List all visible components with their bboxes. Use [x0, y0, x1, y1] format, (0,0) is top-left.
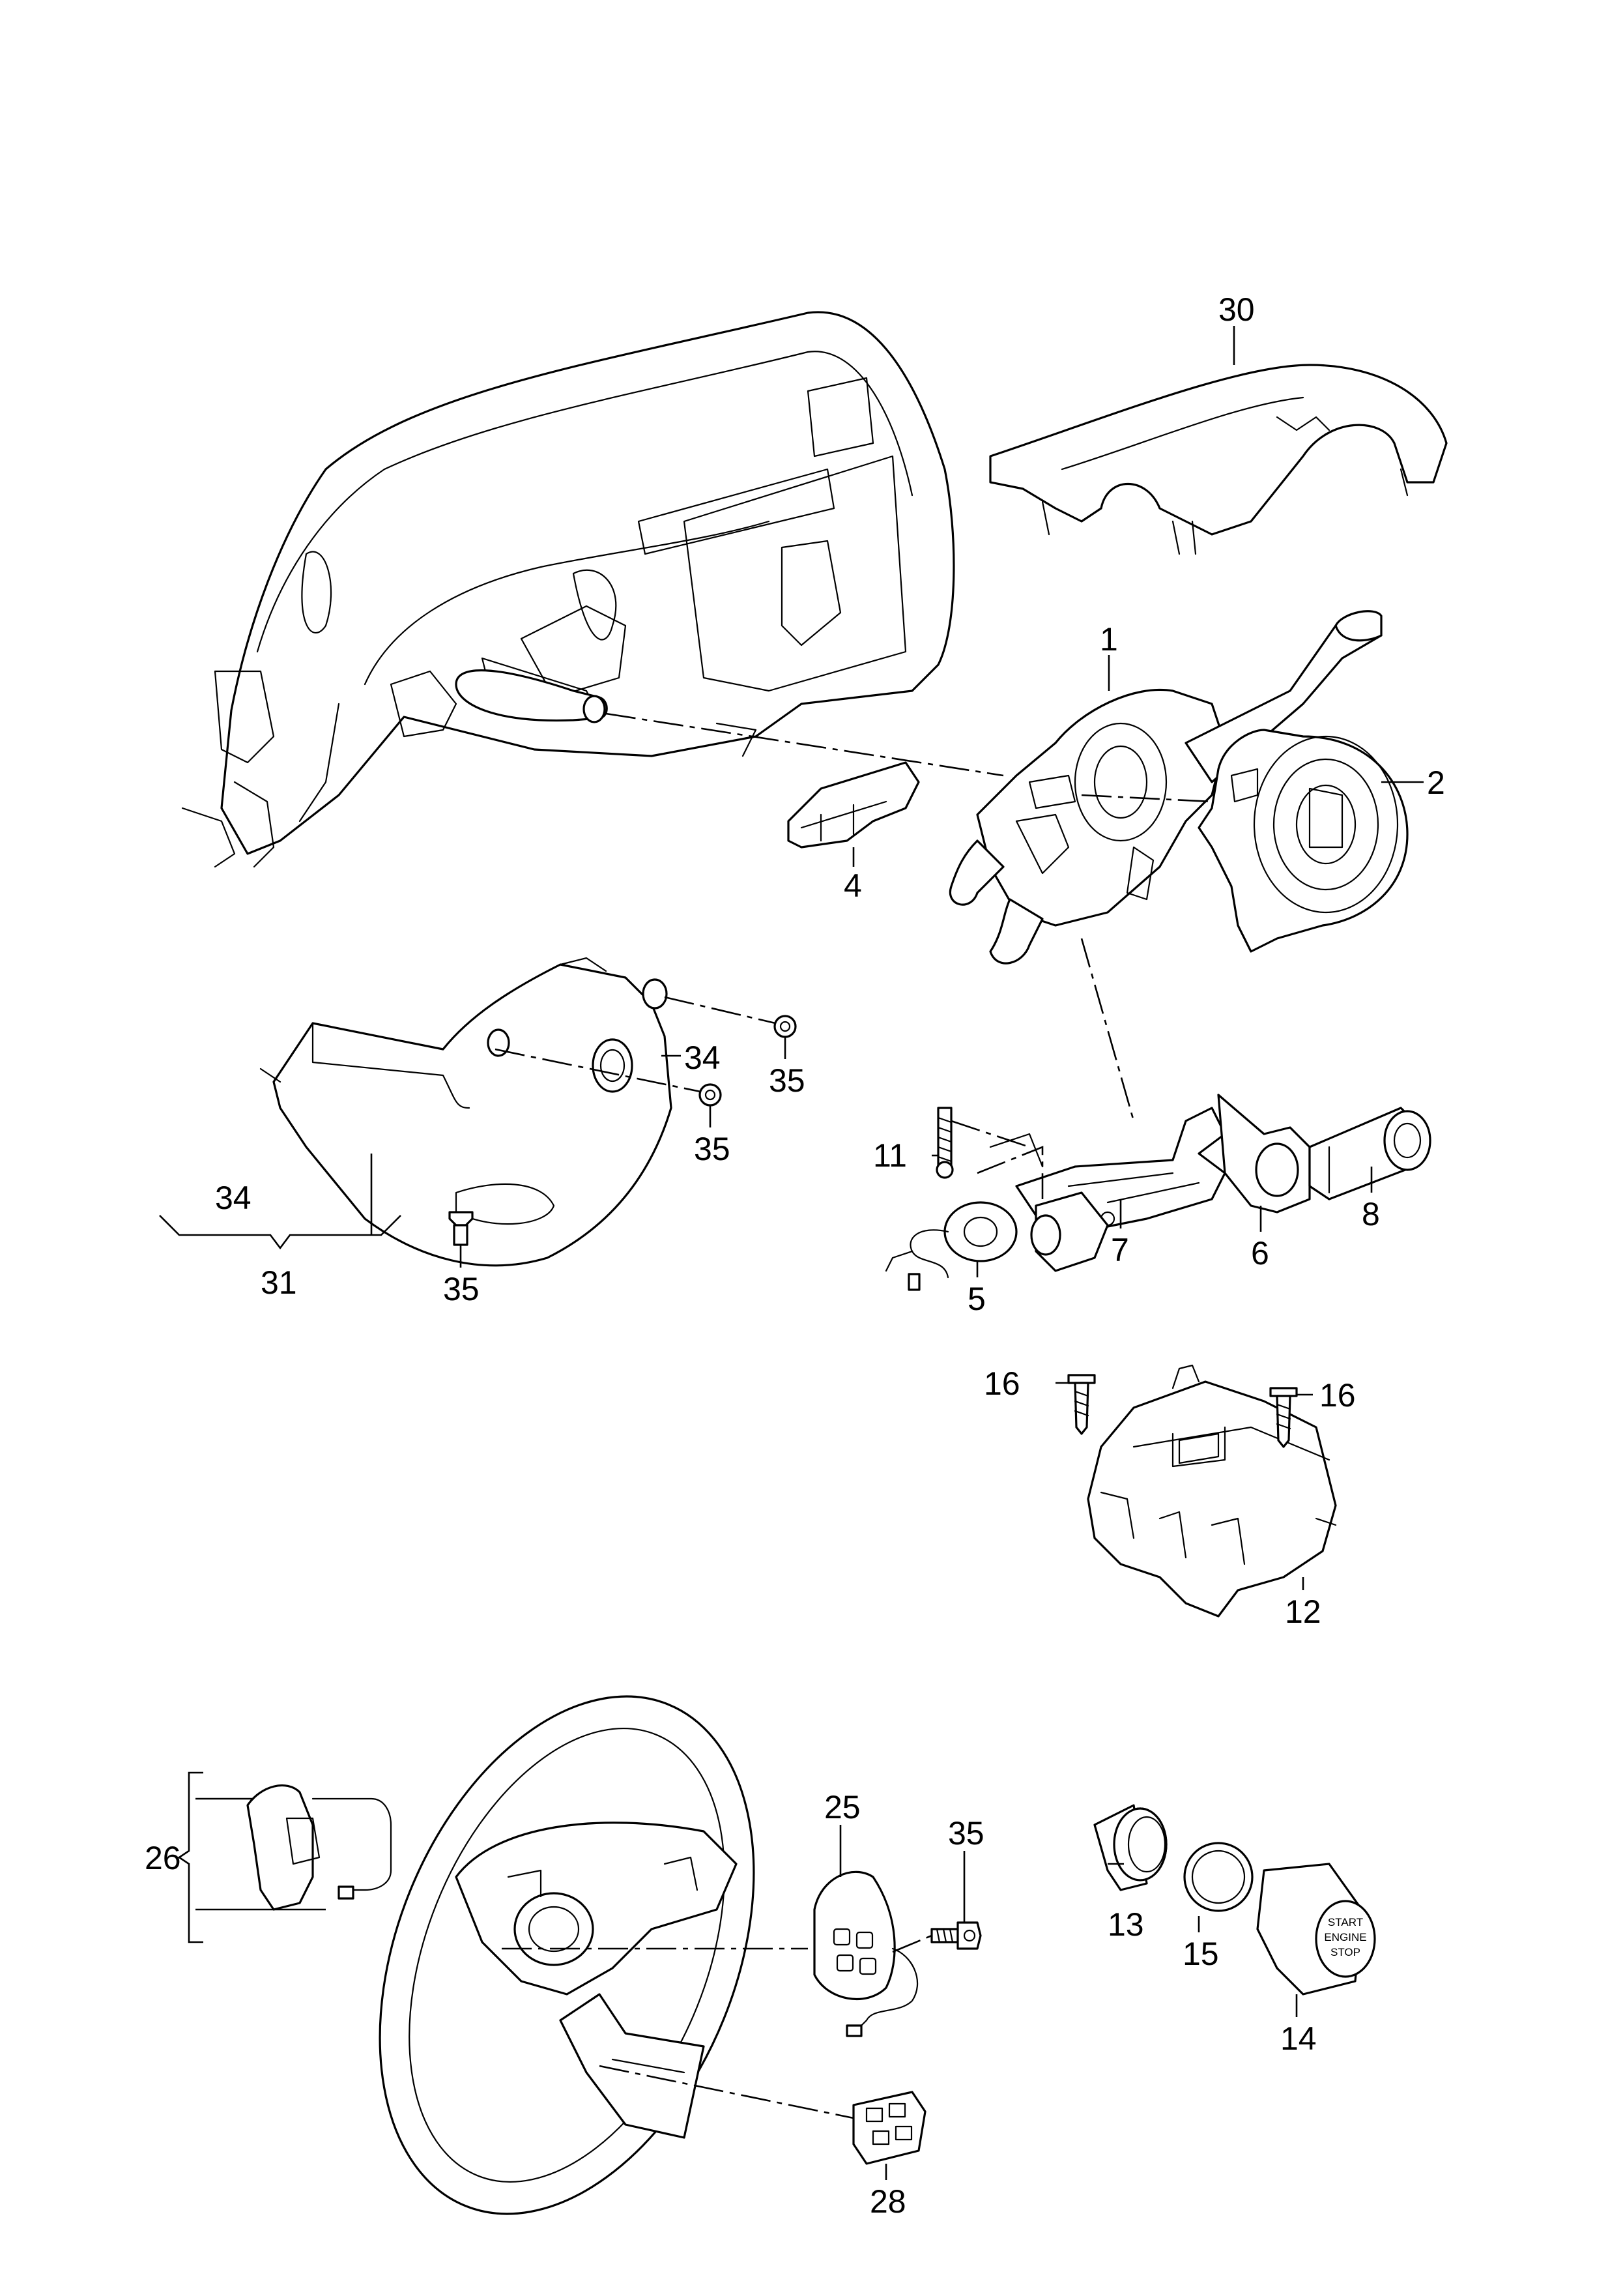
callout-16-left: 16 [984, 1365, 1020, 1402]
callout-16-right: 16 [1319, 1377, 1356, 1414]
callout-34-left: 34 [215, 1180, 251, 1216]
assembly-lines [495, 712, 1213, 2119]
callout-labels: 30 1 2 4 11 5 7 6 8 34 35 35 34 31 35 16… [145, 291, 1445, 2220]
screw-16-right [1269, 1387, 1298, 1448]
callout-4: 4 [844, 867, 862, 904]
start-label: START [1328, 1916, 1363, 1928]
callout-25: 25 [824, 1789, 861, 1825]
spring-pin [936, 1107, 954, 1179]
callout-6: 6 [1251, 1235, 1269, 1272]
steering-wheel [379, 1695, 755, 2215]
reader-coil [885, 1201, 1018, 1291]
screw-35-lower [448, 1211, 474, 1246]
callout-7: 7 [1111, 1232, 1129, 1268]
callout-28: 28 [870, 2183, 906, 2220]
callout-35-bolt: 35 [948, 1815, 984, 1852]
screw-35-middle [698, 1083, 722, 1107]
callout-11: 11 [873, 1137, 907, 1174]
callout-12: 12 [1285, 1593, 1321, 1630]
callout-8: 8 [1362, 1196, 1380, 1232]
dashboard-frame [181, 311, 955, 868]
paddle-switch [246, 1784, 392, 1911]
bracket-part-4 [787, 761, 920, 849]
combination-switch [949, 610, 1383, 965]
callout-35-upper: 35 [769, 1062, 805, 1099]
switch-28 [852, 2091, 926, 2165]
stop-label: STOP [1330, 1946, 1360, 1958]
callout-31: 31 [261, 1264, 297, 1301]
callout-30: 30 [1218, 291, 1255, 328]
callout-26: 26 [145, 1840, 181, 1876]
engine-label: ENGINE [1324, 1931, 1366, 1943]
screw-35-bolt [930, 1921, 982, 1950]
clock-spring [1198, 729, 1409, 953]
leader-lines [159, 326, 1424, 2180]
lower-column-trim [259, 957, 672, 1267]
lock-cylinder [1308, 1107, 1431, 1200]
control-module [1087, 1364, 1337, 1618]
callout-5: 5 [968, 1281, 986, 1317]
screw-16-left [1067, 1374, 1096, 1435]
callout-35-lower: 35 [443, 1271, 480, 1307]
callout-1: 1 [1100, 621, 1118, 658]
callout-15: 15 [1183, 1936, 1219, 1972]
callout-35-middle: 35 [694, 1131, 730, 1167]
callout-13: 13 [1108, 1906, 1144, 1943]
upper-column-trim [989, 364, 1448, 555]
start-button: START ENGINE STOP [1256, 1863, 1376, 1996]
callout-2: 2 [1427, 764, 1445, 801]
trim-ring-13 [1093, 1804, 1168, 1891]
multifunction-buttons [813, 1870, 919, 2037]
trim-ring-15 [1183, 1842, 1254, 1912]
shroud [1217, 1094, 1311, 1213]
callout-14: 14 [1280, 2020, 1317, 2057]
lock-housing [989, 1107, 1226, 1272]
screw-35-upper [773, 1015, 797, 1038]
callout-34-right: 34 [684, 1039, 721, 1076]
